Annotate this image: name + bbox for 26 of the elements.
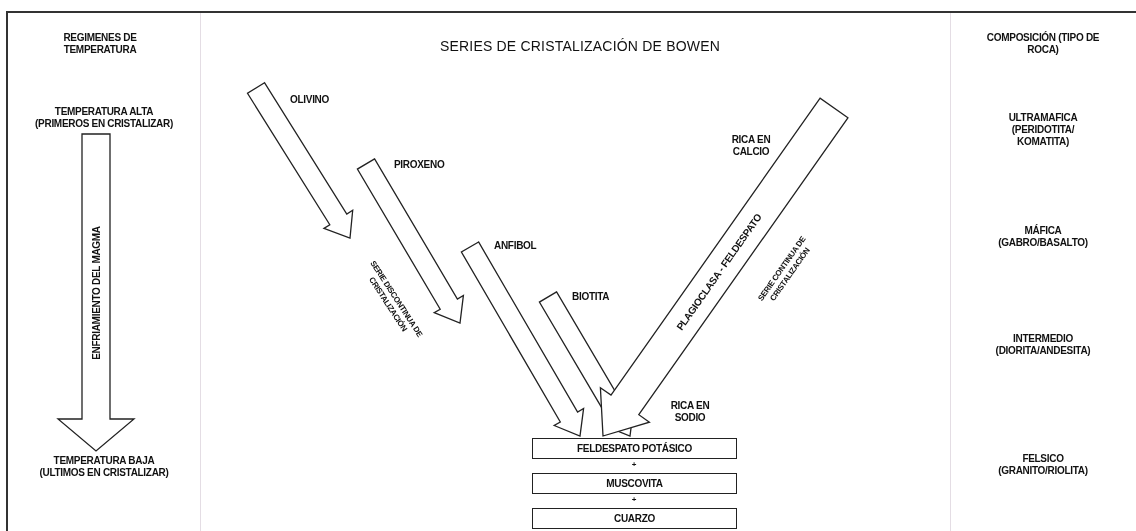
block-arrow [460, 241, 585, 437]
text-label: INTERMEDIO (DIORITA/ANDESITA) [994, 333, 1092, 357]
node-text: TEMPERATURA BAJA (ULTIMOS EN CRISTALIZAR) [8, 453, 200, 481]
plus-sign: + [630, 460, 638, 470]
diagram-title: SERIES DE CRISTALIZACIÓN DE BOWEN [438, 38, 722, 54]
node-text: TEMPERATURA ALTA (PRIMEROS EN CRISTALIZAR) [8, 104, 200, 132]
edge-label: ENFRIAMIENTO DEL MAGMA [90, 225, 102, 360]
mineral-box: FELDESPATO POTÁSICO [532, 438, 737, 459]
node-text: PIROXENO [394, 158, 454, 172]
block-arrow [356, 158, 465, 324]
text-label: RICA EN SODIO [669, 400, 711, 424]
node-text: RICA EN CALCIO [728, 132, 774, 160]
block-arrow [246, 81, 354, 239]
text-label: REGIMENES DE TEMPERATURA [62, 32, 138, 56]
mineral-box: MUSCOVITA [532, 473, 737, 494]
block-arrow [599, 97, 849, 437]
text-label: COMPOSICIÓN (TIPO DE ROCA) [985, 32, 1101, 56]
node-text: BIOTITA [572, 290, 620, 304]
plus-sign: + [630, 495, 638, 505]
text-label: MÁFICA (GABRO/BASALTO) [997, 225, 1089, 249]
text-label: FELSICO (GRANITO/RIOLITA) [997, 453, 1089, 477]
mineral-box: CUARZO [532, 508, 737, 529]
node-text: ANFIBOL [494, 239, 550, 253]
node-text: OLIVINO [290, 93, 346, 107]
text-label: ULTRAMAFICA (PERIDOTITA/ KOMATITA) [1007, 112, 1079, 148]
block-arrow [56, 133, 136, 452]
